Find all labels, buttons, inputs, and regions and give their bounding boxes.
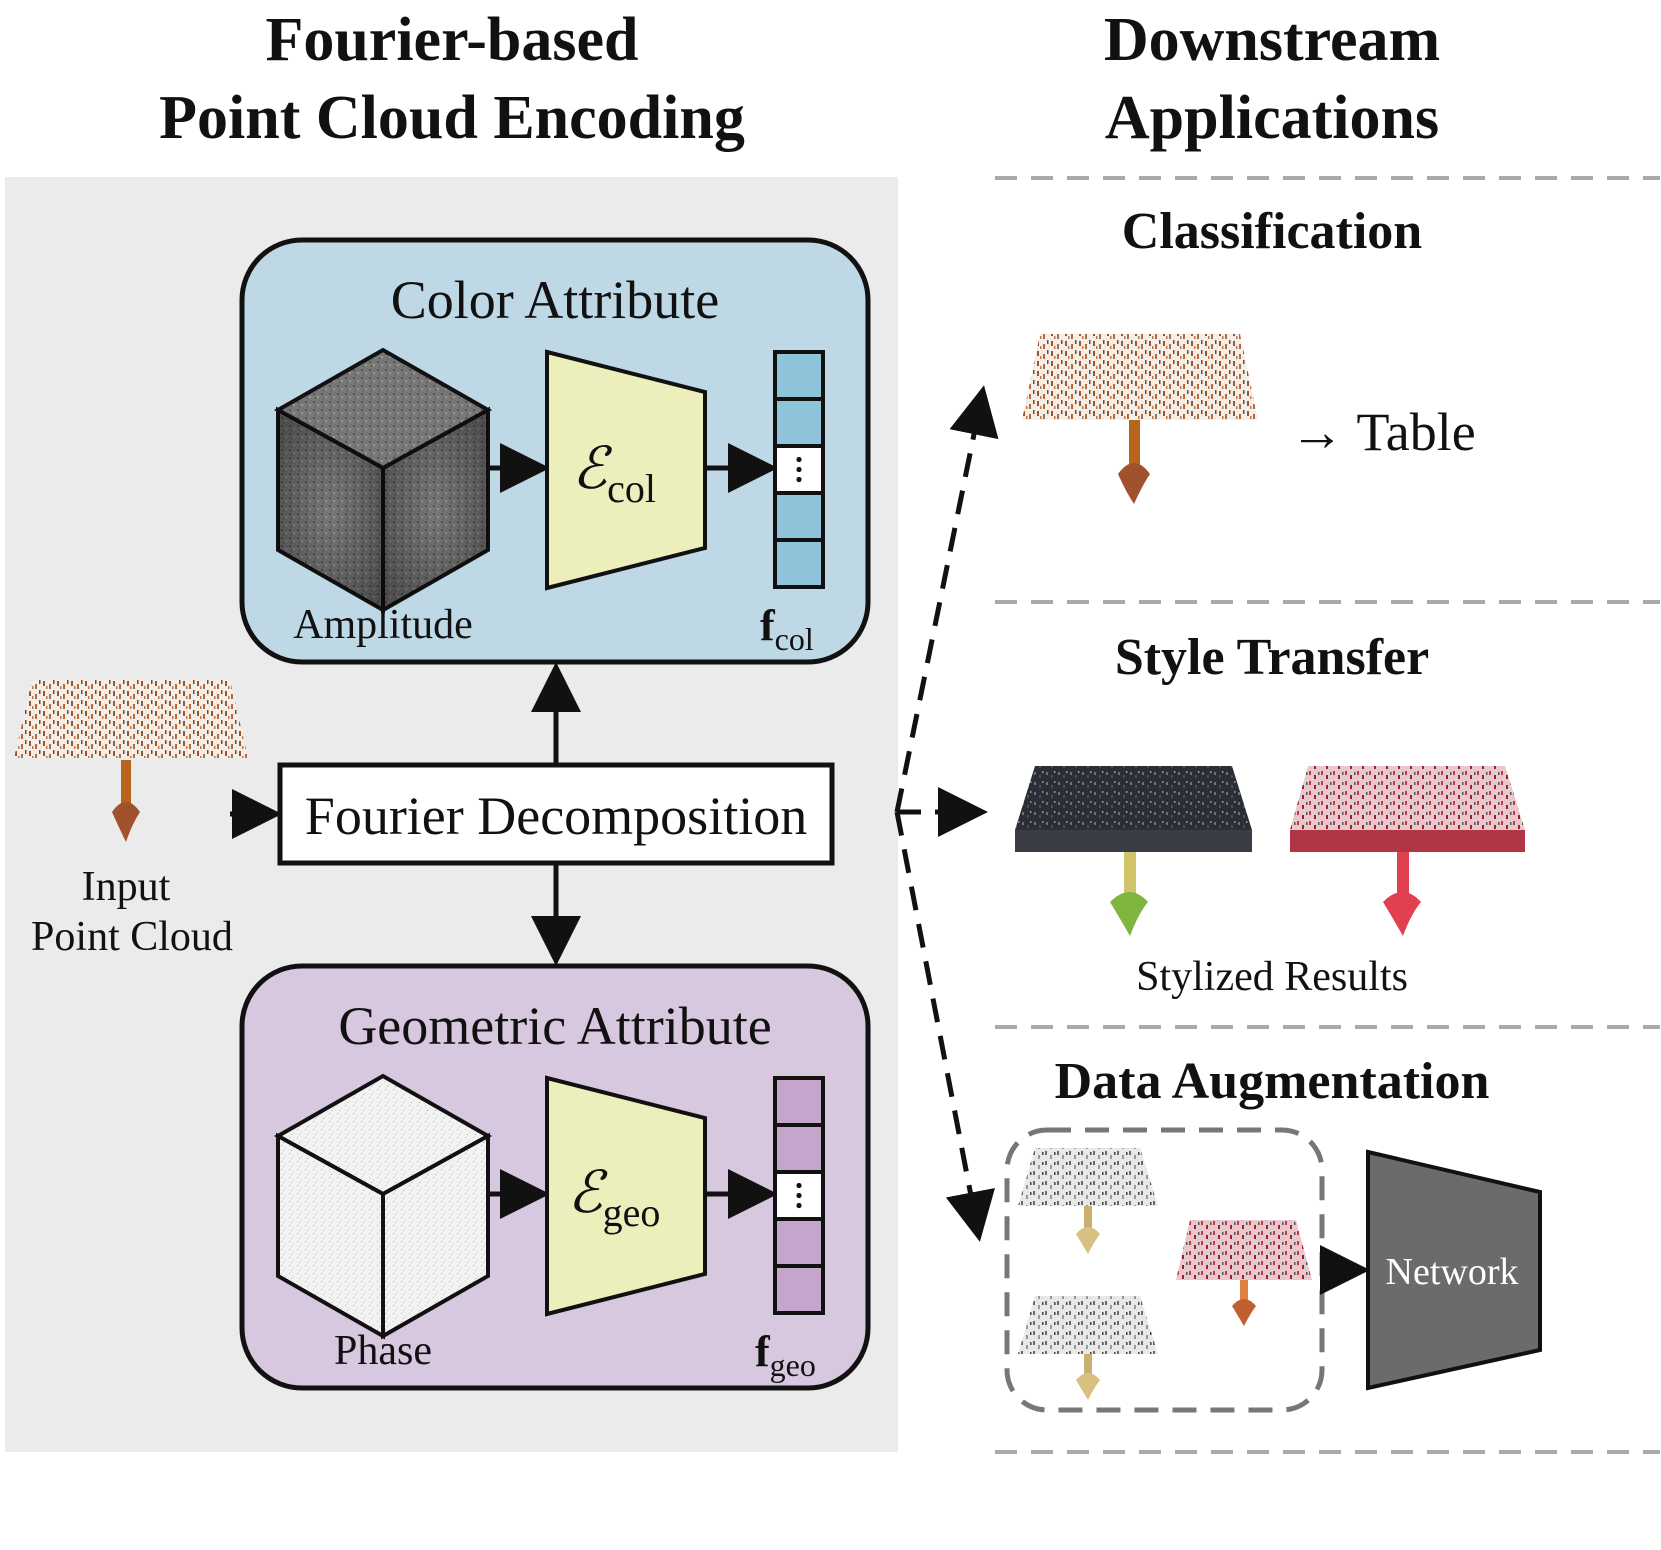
- feature-col-ellipsis-dot: [796, 466, 802, 473]
- feature-col-ellipsis-dot: [796, 476, 802, 483]
- encoder-col: [545, 349, 707, 591]
- feature-col-label: fcol: [760, 601, 814, 657]
- network-block: [1366, 1149, 1542, 1391]
- stylized-cloud-red: [1290, 766, 1525, 936]
- amplitude-cube: [273, 347, 493, 614]
- augmented-cloud-1: [1018, 1148, 1158, 1254]
- feature-vector-geo: [773, 1076, 825, 1315]
- phase-cube: [273, 1073, 493, 1340]
- feature-col-cell: [773, 538, 825, 589]
- style-transfer-title: Style Transfer: [1115, 629, 1429, 686]
- encoder-geo: [545, 1075, 707, 1317]
- feature-col-cell: [773, 397, 825, 448]
- style-transfer-caption: Stylized Results: [1136, 954, 1408, 1000]
- feature-geo-ellipsis-dot: [796, 1192, 802, 1199]
- right-title-line1: Downstream: [1104, 6, 1440, 74]
- feature-geo-ellipsis-dot: [796, 1182, 802, 1189]
- augmented-cloud-2: [1176, 1220, 1312, 1326]
- color-attribute-title: Color Attribute: [391, 270, 719, 330]
- fourier-decomposition-label: Fourier Decomposition: [305, 786, 807, 846]
- feature-geo-cell: [773, 1076, 825, 1127]
- input-label-line2: Point Cloud: [31, 914, 233, 960]
- encoder-geo-label: ℰgeo: [568, 1160, 661, 1235]
- geometric-attribute-title: Geometric Attribute: [338, 996, 771, 1056]
- feature-geo-cell: [773, 1217, 825, 1268]
- phase-label: Phase: [334, 1328, 432, 1374]
- fourier-decomposition-box: [277, 762, 835, 866]
- arrow-to-data-augmentation: [894, 811, 995, 1242]
- feature-col-cell: [773, 350, 825, 401]
- input-label-line1: Input: [82, 864, 171, 910]
- classification-result: → Table: [1290, 402, 1476, 462]
- input-point-cloud: [14, 680, 248, 842]
- encoder-col-label: ℰcol: [572, 436, 656, 511]
- arrow-to-classification: [894, 385, 999, 813]
- left-title-line2: Point Cloud Encoding: [159, 84, 745, 152]
- data-augmentation-title: Data Augmentation: [1055, 1053, 1490, 1110]
- feature-vector-col: [773, 350, 825, 589]
- classification-title: Classification: [1122, 203, 1423, 260]
- stylized-cloud-dark: [1015, 766, 1252, 936]
- augmented-cloud-3: [1018, 1296, 1158, 1400]
- amplitude-label: Amplitude: [293, 602, 473, 648]
- feature-geo-label: fgeo: [755, 1327, 816, 1383]
- feature-col-ellipsis-dot: [796, 456, 802, 463]
- feature-geo-cell: [773, 1123, 825, 1174]
- right-title-line2: Applications: [1105, 84, 1439, 152]
- feature-col-cell: [773, 491, 825, 542]
- classification-point-cloud: [1022, 334, 1258, 504]
- feature-geo-cell: [773, 1264, 825, 1315]
- network-label: Network: [1386, 1251, 1519, 1293]
- section-separators: [995, 176, 1660, 1454]
- feature-geo-ellipsis-dot: [796, 1202, 802, 1209]
- left-title-line1: Fourier-based: [265, 6, 638, 74]
